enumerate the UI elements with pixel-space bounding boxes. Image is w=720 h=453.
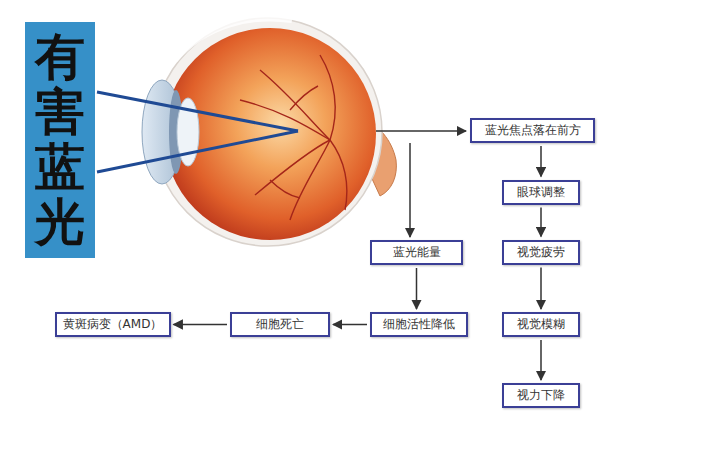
light-ray xyxy=(97,92,298,131)
box-label: 细胞死亡 xyxy=(256,316,304,333)
process-box: 黄斑病变（AMD） xyxy=(55,312,171,337)
process-box: 视觉模糊 xyxy=(502,312,580,337)
light-ray xyxy=(97,131,298,172)
sclera xyxy=(154,18,382,246)
flow-arrow xyxy=(409,143,411,237)
cornea xyxy=(142,80,182,184)
blood-vessels xyxy=(240,55,347,220)
box-label: 蓝光能量 xyxy=(393,244,441,261)
box-label: 蓝光焦点落在前方 xyxy=(485,122,581,139)
cut-edge xyxy=(175,18,292,60)
retina xyxy=(164,28,376,240)
flow-arrow xyxy=(540,268,542,310)
process-box: 蓝光焦点落在前方 xyxy=(470,118,595,143)
flow-arrow xyxy=(540,208,542,237)
flow-arrow xyxy=(540,146,542,177)
process-box: 细胞活性降低 xyxy=(370,312,468,337)
flow-arrow xyxy=(174,324,228,326)
process-box: 眼球调整 xyxy=(502,180,580,205)
title-text: 有害蓝光 xyxy=(35,30,85,250)
title-band: 有害蓝光 xyxy=(25,22,95,258)
box-label: 眼球调整 xyxy=(517,184,565,201)
flow-arrow xyxy=(376,130,466,132)
process-box: 视力下降 xyxy=(502,383,580,408)
box-label: 视力下降 xyxy=(517,387,565,404)
process-box: 细胞死亡 xyxy=(230,312,330,337)
process-box: 视觉疲劳 xyxy=(502,240,580,265)
box-label: 细胞活性降低 xyxy=(383,316,455,333)
flow-arrow xyxy=(540,340,542,380)
process-box: 蓝光能量 xyxy=(370,240,463,265)
box-label: 视觉疲劳 xyxy=(517,244,565,261)
flow-arrow xyxy=(416,268,418,309)
flow-arrow xyxy=(333,324,367,326)
box-label: 视觉模糊 xyxy=(517,316,565,333)
box-label: 黄斑病变（AMD） xyxy=(63,316,163,333)
